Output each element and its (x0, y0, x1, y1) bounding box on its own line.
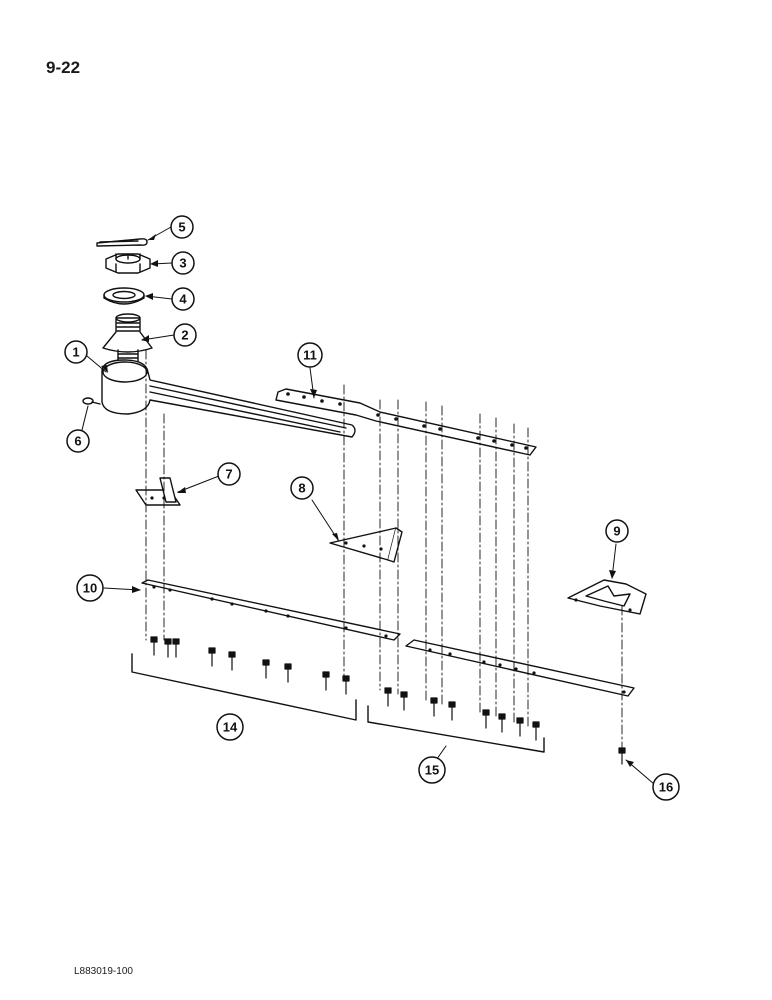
callout-1: 1 (72, 345, 79, 360)
page-number: 9-22 (46, 58, 81, 77)
cotter-pin (96, 238, 148, 247)
callout-11: 11 (303, 348, 317, 363)
callout-4: 4 (179, 292, 187, 307)
callout-5: 5 (178, 220, 185, 235)
callout-3: 3 (179, 256, 186, 271)
washer (103, 287, 145, 305)
lower-left-bar (141, 579, 401, 641)
callout-9: 9 (613, 524, 620, 539)
triangle-gusset (329, 527, 403, 563)
callout-7: 7 (225, 467, 232, 482)
bracket-15 (367, 705, 545, 753)
bolt-set-14 (150, 636, 350, 695)
castle-nut (105, 253, 151, 274)
angle-bracket (135, 477, 181, 506)
bolt-16 (618, 747, 626, 765)
bent-plate (567, 579, 647, 615)
callout-16: 16 (659, 780, 673, 795)
grease-fitting (82, 397, 101, 405)
figure-id: L883019-100 (74, 966, 133, 977)
callout-6: 6 (74, 434, 81, 449)
callout-15: 15 (425, 763, 439, 778)
bracket-14 (131, 653, 357, 721)
tie-rod-arm (101, 359, 356, 438)
callout-circles (64, 215, 680, 801)
callout-10: 10 (83, 581, 97, 596)
leader-arrowheads (101, 234, 634, 767)
bolt-set-15 (384, 687, 540, 741)
upper-bar (275, 388, 537, 456)
callout-14: 14 (223, 720, 238, 735)
callout-8: 8 (298, 481, 305, 496)
alignment-lines (145, 349, 623, 751)
lower-right-bar (405, 639, 635, 697)
callout-labels: 5 3 4 2 1 6 11 7 8 9 10 14 15 16 (72, 220, 673, 795)
callout-2: 2 (181, 328, 188, 343)
